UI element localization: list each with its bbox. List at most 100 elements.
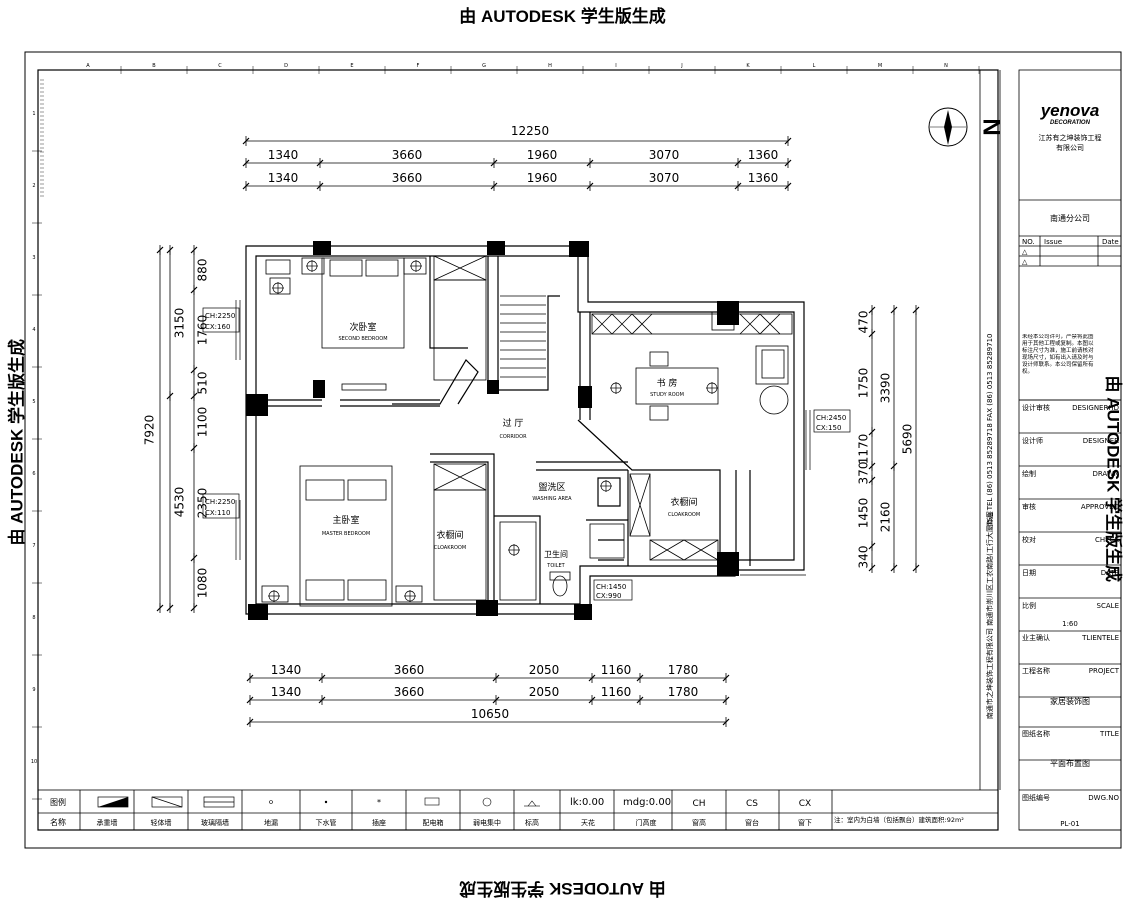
tb-row-cn-5: 日期 — [1022, 569, 1036, 577]
legend-table — [38, 790, 998, 830]
legend-name-1: 轻体墙 — [151, 818, 172, 827]
rev-mark-1: △ — [1022, 248, 1028, 256]
grid-letter-2: C — [218, 63, 222, 69]
grid-letter-3: D — [284, 63, 288, 69]
dim-left-inner-5: 1080 — [196, 568, 210, 599]
branch-name: 南通分公司 — [1050, 213, 1090, 223]
room-toilet-en: TOILET — [546, 563, 565, 569]
grid-number-9: 10 — [31, 759, 37, 765]
room-hall: 过 厅 — [503, 417, 524, 429]
dim-bottom-row2-2: 2050 — [529, 685, 560, 699]
legend-level-mdg: mdg:0.00 — [623, 797, 671, 808]
tb-row-en-5: DATE — [1101, 569, 1119, 577]
inner-frame — [38, 70, 998, 830]
dim-top-row1-0: 1340 — [268, 148, 299, 162]
tag-2-cx: CX:110 — [205, 509, 230, 517]
grid-number-1: 2 — [32, 183, 35, 189]
grid-number-0: 1 — [32, 111, 35, 117]
dim-left-inner-3: 1100 — [196, 407, 210, 438]
legend-code-cs: CS — [746, 799, 758, 809]
grid-number-7: 8 — [32, 615, 35, 621]
tb-row-cn-6: 比例 — [1022, 601, 1036, 610]
grid-letter-1: B — [152, 63, 156, 69]
dim-top-row1-1: 3660 — [392, 148, 423, 162]
company-name-2: 有限公司 — [1056, 143, 1084, 152]
scale-value: 1:60 — [1062, 620, 1078, 628]
dim-top-row1-3: 3070 — [649, 148, 680, 162]
dim-left-total: 7920 — [143, 415, 157, 446]
room-closet-left: 衣橱间 — [436, 529, 463, 541]
dim-right-inner-4: 1450 — [857, 498, 871, 529]
dim-top-row1-2: 1960 — [527, 148, 558, 162]
legend-code-cx: CX — [799, 799, 811, 809]
tb-row-cn-2: 绘制 — [1022, 469, 1036, 478]
dim-right-mid-0: 3390 — [879, 373, 893, 404]
dim-left-inner-0: 880 — [196, 259, 210, 282]
legend-name-2: 玻璃隔墙 — [201, 818, 229, 827]
project-en: PROJECT — [1089, 667, 1120, 675]
company-logo-sub: DECORATION — [1050, 120, 1091, 126]
tag-4-ch: CH:1450 — [596, 583, 626, 591]
grid-letter-8: I — [615, 63, 616, 69]
grid-number-3: 4 — [32, 327, 35, 333]
room-washing-en: WASHING AREA — [532, 496, 572, 502]
grid-letter-6: G — [482, 63, 486, 69]
dim-left-inner-2: 510 — [196, 372, 210, 395]
grid-number-8: 9 — [32, 687, 35, 693]
tb-row-en-1: DESIGNER — [1083, 437, 1119, 445]
dim-bottom-row1-2: 2050 — [529, 663, 560, 677]
dim-top-row2-4: 1360 — [748, 171, 779, 185]
tel-fax: 南通 TEL (86) 0513 85289718 FAX (86) 0513 … — [985, 334, 994, 527]
tb-row-en-0: DESIGNERHD — [1072, 404, 1119, 412]
dwgno-en: DWG.NO — [1088, 794, 1119, 802]
light-fixtures — [268, 260, 718, 602]
room-hall-en: CORRIDOR — [499, 434, 527, 440]
grid-letter-9: J — [680, 63, 682, 69]
grid-letter-7: H — [548, 63, 552, 69]
legend-label-door: 门高度 — [636, 818, 657, 827]
tag-3-cx: CX:150 — [816, 424, 841, 432]
legend-name-7: 弱电集中 — [473, 818, 501, 827]
dim-right-mid-1: 2160 — [879, 502, 893, 533]
dim-top-row1-4: 1360 — [748, 148, 779, 162]
room-study: 书 房 — [657, 377, 678, 389]
dim-bottom-row2-3: 1160 — [601, 685, 632, 699]
dim-bottom-total: 10650 — [471, 707, 509, 721]
staircase — [500, 296, 546, 377]
dim-top-total: 12250 — [511, 124, 549, 138]
room-study-en: STUDY ROOM — [650, 392, 684, 398]
tag-1-ch: CH:2250 — [205, 312, 235, 320]
legend-head-name: 名称 — [50, 817, 66, 827]
grid-letter-4: E — [350, 63, 353, 69]
north-arrow-icon — [929, 108, 967, 146]
tb-row-cn-1: 设计师 — [1022, 436, 1043, 445]
tag-4-cx: CX:990 — [596, 592, 621, 600]
tb-row-en-3: APPROVED — [1081, 503, 1119, 511]
tb-row-cn-0: 设计审核 — [1022, 403, 1050, 412]
tb-row-en-6: SCALE — [1097, 602, 1119, 610]
grid-number-6: 7 — [32, 543, 35, 549]
tag-1-cx: CX:160 — [205, 323, 230, 331]
dim-top-row2-2: 1960 — [527, 171, 558, 185]
legend-label-ceiling: 天花 — [581, 818, 595, 827]
dim-right-inner-3: 370 — [857, 462, 871, 485]
legend-head-symbol: 图例 — [50, 797, 66, 807]
grid-letter-10: K — [746, 63, 750, 69]
legend-code-label-cs: 窗台 — [745, 818, 759, 827]
grid-letter-12: M — [878, 63, 882, 69]
room-toilet: 卫生间 — [544, 549, 568, 559]
dim-bottom-row2-4: 1780 — [668, 685, 699, 699]
top-dimensions — [243, 136, 791, 191]
legend-code-ch: CH — [692, 799, 705, 809]
dim-left-mid-1: 4530 — [173, 487, 187, 518]
room-second-bedroom-en: SECOND BEDROOM — [338, 336, 387, 342]
rev-header-no: NO. — [1022, 238, 1035, 246]
legend-name-4: 下水管 — [316, 818, 337, 827]
legend-level-lk: lk:0.00 — [570, 797, 604, 808]
dim-bottom-row1-4: 1780 — [668, 663, 699, 677]
room-closet-left-en: CLOAKROOM — [434, 545, 466, 551]
tb-row-cn-4: 校对 — [1022, 535, 1036, 544]
dim-bottom-row2-1: 3660 — [394, 685, 425, 699]
legend-name-6: 配电箱 — [423, 818, 444, 827]
